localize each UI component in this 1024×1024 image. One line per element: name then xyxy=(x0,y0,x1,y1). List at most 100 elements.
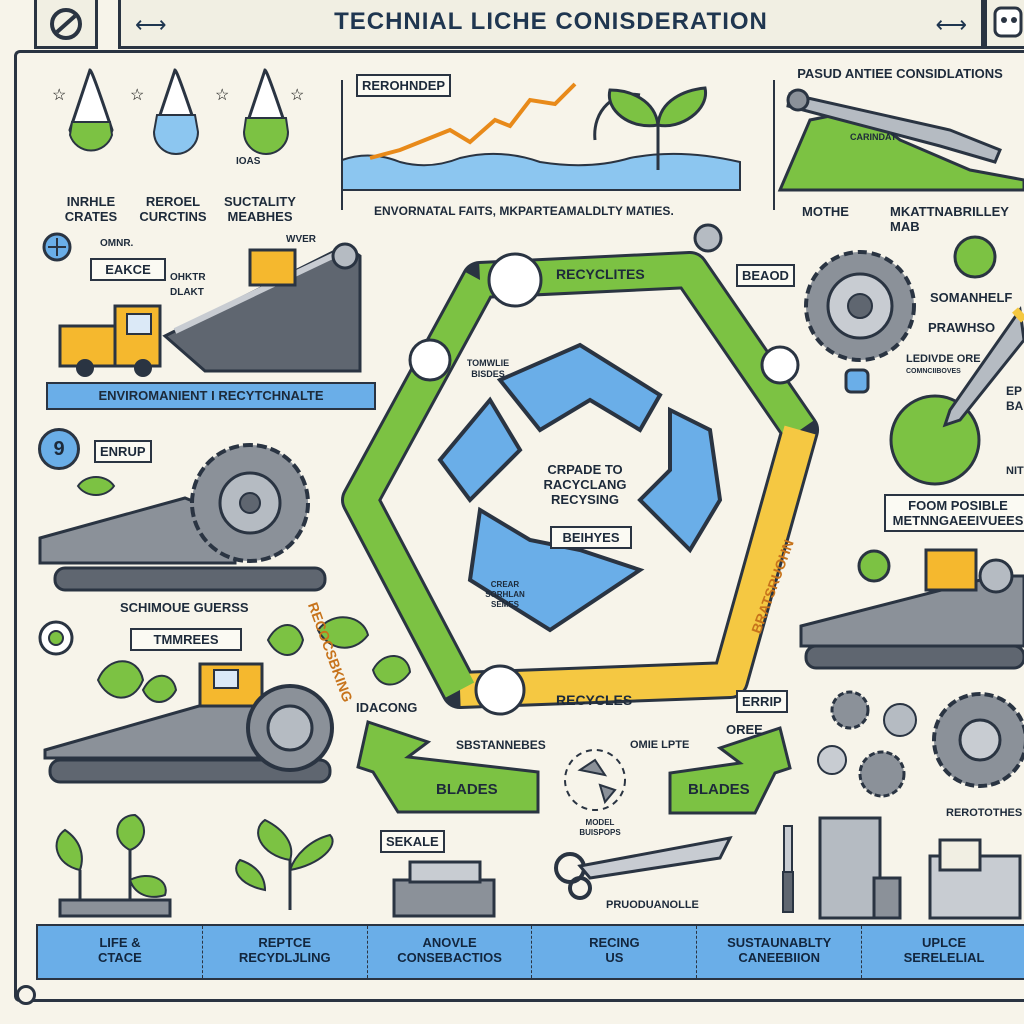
drop-3-label: SUCTALITY MEABHES xyxy=(224,194,296,224)
truck-box-label: EAKCE xyxy=(90,258,166,281)
blades-right-label: BLADES xyxy=(688,781,750,798)
star-icon: ☆ xyxy=(215,87,229,104)
drop-1-icon xyxy=(68,68,114,152)
star-icon: ☆ xyxy=(290,87,304,104)
bottom-mid-label: OMIE LPTE xyxy=(630,739,690,751)
left-right-arrow-icon: ⟷ xyxy=(935,12,967,37)
sustainables-label: SBSTANNEBES xyxy=(456,738,546,752)
bottom-cell-2: REPTCE RECYDLJLING xyxy=(203,926,368,978)
bottom-cell-6: UPLCE SERELELIAL xyxy=(903,935,985,965)
cycle-small-text: CREAR SORHLAN SEMES xyxy=(485,580,525,609)
drop-3-text: IOAS xyxy=(236,156,261,167)
right-mid-box: BEAOD xyxy=(736,264,795,287)
shredder-box-label: ENRUP xyxy=(94,440,152,463)
right-bottom-label: OREE xyxy=(726,722,763,737)
shattered-recycle-icon xyxy=(564,749,626,811)
step-number-badge: 9 xyxy=(38,428,80,470)
star-icon: ☆ xyxy=(52,87,66,104)
knife-icon xyxy=(782,825,794,913)
right-mid-label-3: LEDIVDE ORE xyxy=(906,353,981,365)
blades-left-label: BLADES xyxy=(436,781,498,798)
left-right-arrow-icon: ⟷ xyxy=(135,12,167,37)
right-bottom-label-2: REROTOTHES xyxy=(946,807,1023,819)
bottom-category-bar: LIFE & CTACE REPTCE RECYDLJLING ANOVLE C… xyxy=(36,924,1024,980)
recycle-badge-right-icon xyxy=(760,345,800,385)
potted-plants-left xyxy=(55,813,334,918)
top-left-corner-box xyxy=(34,0,98,49)
excavator-arm-icon xyxy=(773,80,1024,210)
saw-blade-gear-icon xyxy=(804,250,916,362)
green-ball-icon xyxy=(953,235,997,279)
scissors-icon xyxy=(554,835,733,900)
truck-panel-bar: ENVIROMANIENT I RECYTCHNALTE xyxy=(46,382,376,410)
page-title: TECHNIAL LICHE CONISDERATION xyxy=(334,8,768,35)
cycle-left-small: TOMWLIE BISDES xyxy=(466,358,510,379)
sprout-icon xyxy=(607,86,707,170)
right-mid-label-5: NITEIN xyxy=(1006,465,1024,477)
cycle-center-text: CRPADE TO RACYCLANG RECYSING xyxy=(543,462,627,507)
truck-tag-1: OMNR. xyxy=(100,238,134,249)
bottom-cell-1: LIFE & CTACE xyxy=(38,926,203,978)
right-top-sub1: MOTHE xyxy=(802,204,849,219)
right-top-tag: CARINDAT xyxy=(850,132,897,142)
sekale-box: SEKALE xyxy=(380,830,445,853)
recycle-triangle xyxy=(437,342,723,633)
drop-2-label: REROEL CURCTINS xyxy=(139,194,207,224)
blades-arrow-right xyxy=(668,726,792,815)
cutting-pen-icon xyxy=(889,305,1024,486)
drop-3-icon xyxy=(242,68,290,155)
right-top-sub2: MKATTNABRILLEY MAB xyxy=(890,204,1009,234)
bottom-cell-4: RECING US xyxy=(532,926,698,978)
outer-frame xyxy=(14,50,1024,1002)
environment-line-chart xyxy=(341,80,741,210)
shredder-machine xyxy=(38,443,327,592)
right-mid-label-3b: COMNCIIBOVES xyxy=(906,368,961,375)
cycle-center-box: BEIHYES xyxy=(550,526,632,549)
right-mid-label-2: PRAWHSO xyxy=(928,320,996,335)
cylinder-tank-icon xyxy=(818,816,902,920)
square-badge-icon xyxy=(844,368,870,394)
dump-truck-conveyor xyxy=(58,242,362,377)
robot-face-icon xyxy=(993,6,1023,38)
truck-tag-3: WVER xyxy=(286,234,316,245)
right-bottom-box: ERRIP xyxy=(736,690,788,713)
wrench-circle-icon xyxy=(693,223,723,253)
recycling-cycle-diagram xyxy=(341,251,819,716)
tracked-box-label: TMMREES xyxy=(130,628,242,651)
truck-tag-2: OHKTR DLAKT xyxy=(170,272,206,298)
green-ball-icon-2 xyxy=(857,549,891,583)
recycle-badge-bottom-icon xyxy=(474,664,526,716)
chart-caption: ENVORNATAL FAITS, MKPARTEAMALDLTY MATIES… xyxy=(374,204,674,218)
printer-machine-icon xyxy=(928,838,1022,920)
bottom-cell-5: SUSTAUNABLTY CANEEBIION xyxy=(697,926,863,978)
drop-2-icon xyxy=(152,68,200,155)
gears-cluster-icon xyxy=(817,690,1024,798)
drops-group: ☆ ☆ ☆ ☆ xyxy=(52,68,304,155)
bottom-cell-3: ANOVLE CONSEBACTIOS xyxy=(368,926,533,978)
circle-plus-icon xyxy=(42,232,72,262)
blades-arrow-left xyxy=(356,720,540,814)
right-mid-label-4: EP BAPN xyxy=(1006,384,1024,413)
bottom-mid-label-2: MODEL BUISPOPS xyxy=(579,818,621,837)
cycle-bottom-label: RECYCLES xyxy=(556,692,633,708)
star-icon: ☆ xyxy=(130,87,144,104)
frame-corner-dot xyxy=(16,985,36,1005)
right-mid-box-2: FOOM POSIBLE METNNGAEEIVUEES xyxy=(884,494,1024,532)
trend-line xyxy=(369,82,577,160)
no-entry-icon xyxy=(50,8,82,40)
leaf-icon xyxy=(76,476,116,496)
tracked-dozer xyxy=(43,662,334,784)
title-bar: ⟷ TECHNIAL LICHE CONISDERATION ⟷ xyxy=(118,0,984,49)
cycle-top-label: RECYCLITES xyxy=(556,266,645,282)
scale-device-icon xyxy=(392,860,496,918)
top-right-corner-box xyxy=(984,0,1024,49)
chart-label: REROHNDEP xyxy=(356,74,452,97)
leaves-group-left xyxy=(96,616,412,703)
tracked-sub-label: IDACONG xyxy=(356,700,418,715)
recycle-badge-top-icon xyxy=(487,252,543,308)
recycle-circle-icon xyxy=(38,620,74,656)
right-conveyor-machine xyxy=(799,548,1024,670)
bottom-row-caption: PRUODUANOLLE xyxy=(606,899,699,911)
drop-1-label: INRHLE CRATES xyxy=(64,194,118,224)
